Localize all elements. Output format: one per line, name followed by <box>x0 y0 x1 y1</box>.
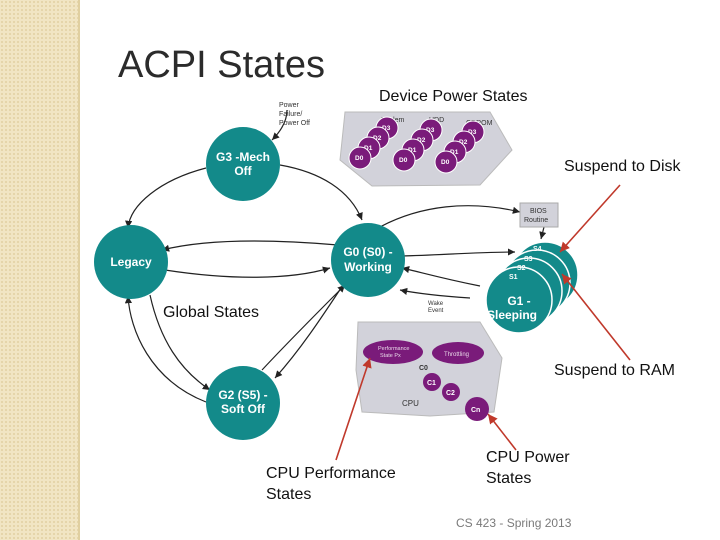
cpu-power-arrow <box>487 413 517 451</box>
suspend-to-disk-label: Suspend to Disk <box>564 158 681 175</box>
bios-label-1: BIOS <box>530 208 547 215</box>
bios-routine-box: BIOS Routine <box>519 202 559 228</box>
decorative-side-stripe <box>0 0 80 540</box>
power-failure-line-1: Power <box>279 102 300 109</box>
cpu-performance-arrow <box>335 357 372 461</box>
performance-state-ellipse <box>363 340 423 364</box>
suspend-to-ram-label: Suspend to RAM <box>554 362 675 379</box>
cpu-power-line-1: CPU Power <box>486 449 570 466</box>
g0-label-1: G0 (S0) - <box>343 245 392 259</box>
suspend-to-ram-arrow <box>561 273 631 361</box>
device-1-d1-label: D1 <box>364 145 373 152</box>
device-3-d3-label: D3 <box>468 129 477 136</box>
power-failure-annotation: Power Failure/ Power Off <box>279 102 310 127</box>
performance-label-1: Performance <box>378 346 410 352</box>
g3-label-1: G3 -Mech <box>216 150 270 164</box>
g1-label-2: Sleeping <box>487 308 537 322</box>
device-power-states-label: Device Power States <box>379 88 528 105</box>
c2-label: C2 <box>446 390 455 397</box>
s4-label: S4 <box>533 246 542 253</box>
global-states-label: Global States <box>163 304 260 321</box>
wake-event-line-1: Wake <box>428 301 444 307</box>
device-1-d3-label: D3 <box>382 125 391 132</box>
cpu-performance-line-2: States <box>266 486 312 503</box>
c2-circle <box>442 383 460 401</box>
state-transitions <box>124 109 547 403</box>
device-3-d0-disc <box>434 150 458 174</box>
s1-disc <box>485 266 553 334</box>
device-2-d0-disc <box>392 148 416 172</box>
device-1-d0-label: D0 <box>355 155 364 162</box>
cpu-performance-states-label: CPU Performance States <box>266 463 396 505</box>
bios-label-2: Routine <box>524 217 548 224</box>
device-3-d0-label: D0 <box>441 159 450 166</box>
cpu-panel: Performance State Px Throttling C0 C1 C2… <box>355 321 503 421</box>
device-1-d0-disc <box>348 146 372 170</box>
cpu-performance-line-1: CPU Performance <box>266 465 396 482</box>
device-2-d2-label: D2 <box>417 137 426 144</box>
throttling-ellipse <box>432 342 484 364</box>
device-2-d1-label: D1 <box>408 147 417 154</box>
g3-label-2: Off <box>234 164 252 178</box>
cpu-label: CPU <box>402 399 419 408</box>
s1-label: S1 <box>509 274 518 281</box>
cpu-power-states-label: CPU Power States <box>486 447 570 489</box>
g2-label-1: G2 (S5) - <box>218 388 267 402</box>
footer-text: CS 423 - Spring 2013 <box>456 516 572 530</box>
g2-label-2: Soft Off <box>221 402 266 416</box>
g0-node: G0 (S0) - Working <box>331 223 405 297</box>
cn-label: Cn <box>471 407 480 414</box>
c0-label: C0 <box>419 365 428 372</box>
device-1-d2-label: D2 <box>373 135 382 142</box>
slide-title: ACPI States <box>118 44 325 86</box>
g1-label-1: G1 - <box>507 294 530 308</box>
cn-circle <box>465 397 489 421</box>
throttling-label: Throttling <box>444 352 469 358</box>
cpu-power-line-2: States <box>486 470 532 487</box>
callout-arrows <box>335 184 631 461</box>
g2-node: G2 (S5) - Soft Off <box>206 366 280 440</box>
device-3-d2-label: D2 <box>459 139 468 146</box>
power-failure-line-2: Failure/ <box>279 111 302 118</box>
c1-label: C1 <box>427 380 436 387</box>
power-failure-line-3: Power Off <box>279 120 310 127</box>
legacy-label: Legacy <box>110 255 152 269</box>
legacy-node: Legacy <box>94 225 168 299</box>
g0-label-2: Working <box>344 260 392 274</box>
s2-label: S2 <box>517 265 526 272</box>
wake-event-line-2: Event <box>428 308 444 314</box>
suspend-to-disk-arrow <box>559 184 621 253</box>
s3-label: S3 <box>524 256 533 263</box>
device-3-d1-label: D1 <box>450 149 459 156</box>
decorative-stripe-edge <box>78 0 80 540</box>
device-2-d0-label: D0 <box>399 157 408 164</box>
g3-node: G3 -Mech Off <box>206 127 280 201</box>
g1-sleeping-stack: S4 S3 S2 S1 G1 - Sleeping <box>485 241 579 334</box>
wake-event-annotation: Wake Event <box>428 301 444 314</box>
c1-circle <box>423 373 441 391</box>
performance-label-2: State Px <box>380 353 401 359</box>
device-2-d3-label: D3 <box>426 127 435 134</box>
